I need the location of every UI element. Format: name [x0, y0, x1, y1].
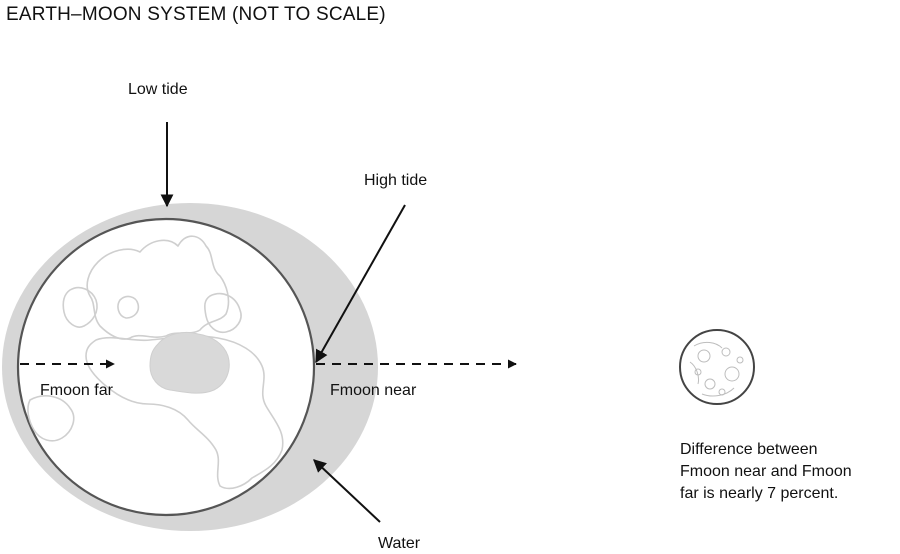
- diagram-title: EARTH–MOON SYSTEM (NOT TO SCALE): [6, 4, 386, 25]
- fmoon-far-label: Fmoon far: [40, 382, 113, 399]
- water-arrow: [313, 459, 381, 523]
- moon: [679, 329, 755, 405]
- inland-region: [149, 331, 230, 394]
- water-label: Water: [378, 535, 421, 552]
- low-tide-label: Low tide: [128, 81, 188, 98]
- high-tide-label: High tide: [364, 172, 428, 189]
- fmoon-near-label: Fmoon near: [330, 382, 417, 399]
- continents: [27, 235, 284, 490]
- difference-note: Difference between Fmoon near and Fmoon …: [680, 439, 852, 505]
- note-line: Difference between: [680, 441, 818, 458]
- high-tide-arrow: [315, 204, 406, 364]
- note-line: Fmoon near and Fmoon: [680, 463, 852, 480]
- note-line: far is nearly 7 percent.: [680, 485, 839, 502]
